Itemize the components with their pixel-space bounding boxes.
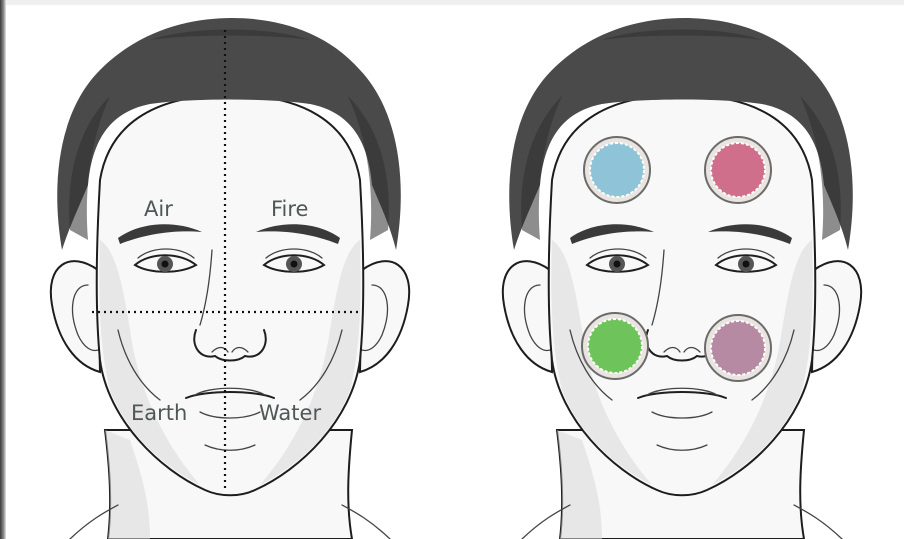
right-face xyxy=(503,18,861,539)
label-air: Air xyxy=(144,197,173,221)
marker-upper-left-forehead xyxy=(590,143,644,197)
marker-lower-right-cheek xyxy=(711,321,765,375)
label-earth: Earth xyxy=(131,401,187,425)
marker-lower-left-cheek xyxy=(588,319,642,373)
marker-upper-right-forehead xyxy=(711,143,765,197)
label-water: Water xyxy=(259,401,321,425)
label-fire: Fire xyxy=(271,197,308,221)
left-face: Air Fire Earth Water xyxy=(51,18,409,539)
